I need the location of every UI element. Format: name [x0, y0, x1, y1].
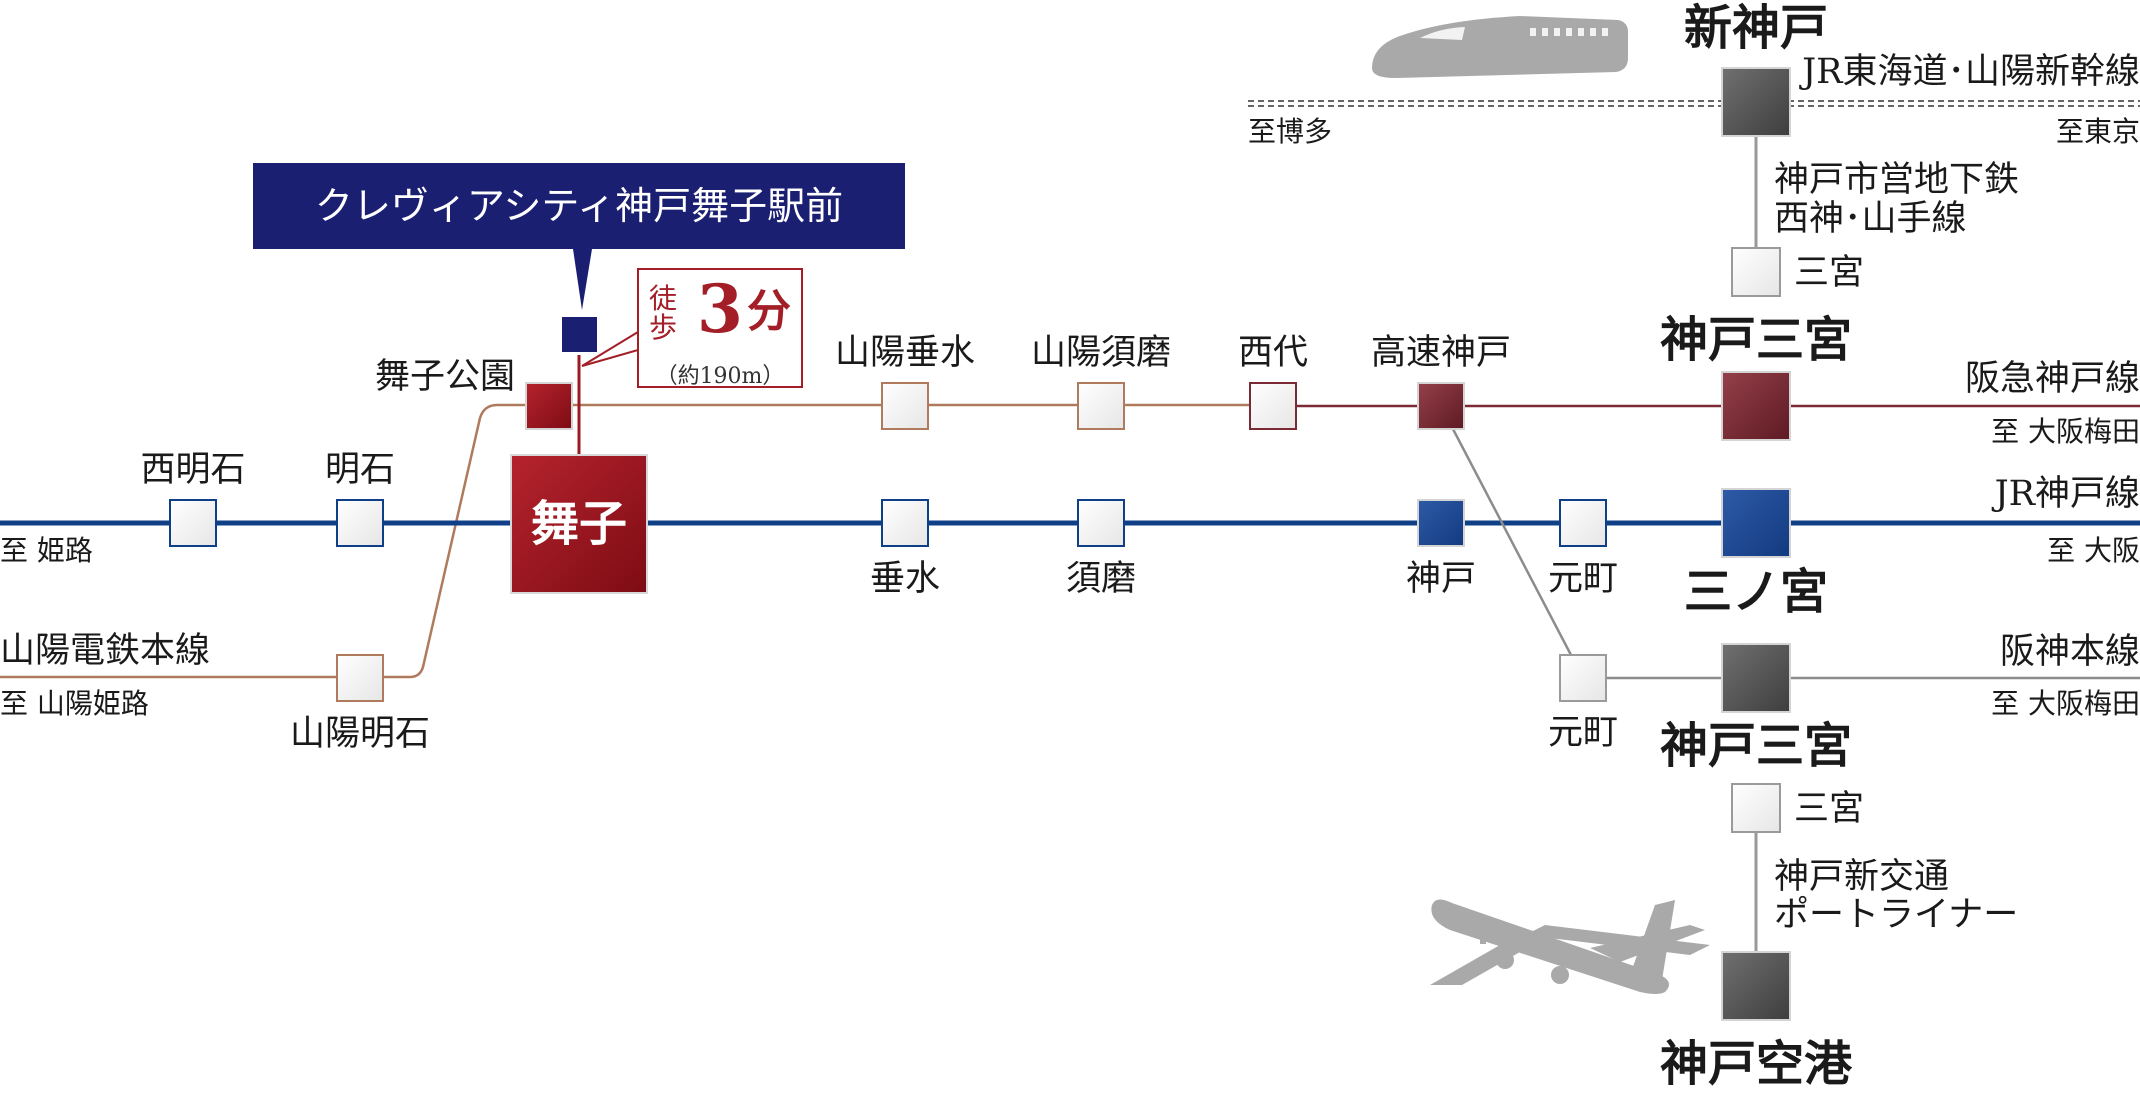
line-sanyo: 山陽電鉄本線	[0, 631, 211, 671]
station-tarumi: 垂水	[869, 559, 941, 599]
line-subway-1: 神戸市営地下鉄	[1774, 160, 2020, 200]
station-kobe: 神戸	[1405, 559, 1477, 599]
marker-kosoku-kobe	[1417, 382, 1465, 430]
station-sanyo-tarumi: 山陽垂水	[834, 333, 976, 373]
station-kosoku-kobe: 高速神戸	[1370, 333, 1512, 373]
walk-label: 徒歩	[649, 282, 678, 345]
line-port-liner-2: ポートライナー	[1774, 895, 2019, 935]
direction-hakata: 至博多	[1248, 115, 1333, 148]
marker-hanshin-sannomiya	[1721, 643, 1791, 713]
station-akashi: 明石	[324, 450, 396, 490]
station-port-sannomiya: 三宮	[1794, 789, 1865, 829]
direction-osaka: 至 大阪	[2047, 534, 2140, 567]
walk-minutes: 3	[697, 270, 743, 348]
station-motomachi-jr: 元町	[1547, 559, 1619, 599]
direction-osaka-umeda-hankyu: 至 大阪梅田	[1991, 415, 2140, 448]
station-maiko-koen: 舞子公園	[374, 357, 515, 397]
marker-port-sannomiya	[1731, 783, 1781, 833]
marker-kobe-airport	[1721, 951, 1791, 1021]
station-sanyo-suma: 山陽須磨	[1030, 333, 1172, 373]
walk-distance: （約190m）	[655, 364, 785, 389]
direction-sanyo-himeji: 至 山陽姫路	[0, 687, 149, 720]
direction-osaka-umeda-hanshin: 至 大阪梅田	[1991, 687, 2140, 720]
line-shinkansen: JR東海道･山陽新幹線	[1802, 52, 2140, 92]
marker-maiko-koen	[525, 382, 573, 430]
station-kobe-airport: 神戸空港	[1659, 1036, 1853, 1092]
station-nishi-akashi: 西明石	[140, 450, 246, 490]
line-hankyu: 阪急神戸線	[1964, 359, 2140, 399]
station-nishidai: 西代	[1237, 333, 1309, 373]
marker-motomachi-hanshin	[1559, 654, 1607, 702]
line-subway-2: 西神･山手線	[1774, 199, 1967, 239]
line-port-liner-1: 神戸新交通	[1774, 857, 1950, 897]
property-name-banner: クレヴィアシティ神戸舞子駅前	[253, 163, 905, 249]
marker-sanyo-suma	[1077, 382, 1125, 430]
station-hanshin-sannomiya: 神戸三宮	[1659, 718, 1853, 774]
shinkansen-line	[1248, 100, 2140, 107]
marker-akashi	[336, 499, 384, 547]
marker-sannomiya-jr	[1721, 488, 1791, 558]
station-maiko: 舞子	[510, 454, 648, 594]
direction-himeji: 至 姫路	[0, 534, 93, 567]
station-motomachi-hanshin: 元町	[1547, 713, 1619, 753]
marker-sanyo-tarumi	[881, 382, 929, 430]
marker-shin-kobe	[1721, 67, 1791, 137]
marker-nishidai	[1249, 382, 1297, 430]
station-hankyu-sannomiya: 神戸三宮	[1659, 312, 1853, 368]
station-subway-sannomiya: 三宮	[1794, 253, 1865, 293]
line-jr-kobe: JR神戸線	[1994, 474, 2140, 514]
marker-kobe	[1417, 499, 1465, 547]
hanshin-line	[1440, 407, 2140, 680]
marker-hankyu-sannomiya	[1721, 371, 1791, 441]
marker-subway-sannomiya	[1731, 247, 1781, 297]
airplane-icon	[1430, 899, 1710, 994]
station-suma: 須磨	[1065, 559, 1137, 599]
shinkansen-icon	[1372, 16, 1628, 78]
walk-time-box: 徒歩 3 分 （約190m）	[637, 268, 803, 389]
marker-tarumi	[881, 499, 929, 547]
marker-motomachi-jr	[1559, 499, 1607, 547]
station-shin-kobe: 新神戸	[1683, 0, 1829, 56]
direction-tokyo: 至東京	[2055, 115, 2140, 148]
walk-unit: 分	[747, 286, 791, 337]
marker-suma	[1077, 499, 1125, 547]
station-sannomiya-jr: 三ノ宮	[1683, 564, 1829, 620]
station-markers	[169, 67, 1791, 1021]
marker-nishi-akashi	[169, 499, 217, 547]
station-sanyo-akashi: 山陽明石	[289, 714, 431, 754]
line-hanshin: 阪神本線	[1999, 632, 2140, 672]
property-pointer	[560, 249, 639, 454]
marker-sanyo-akashi	[336, 654, 384, 702]
property-marker	[560, 315, 599, 354]
